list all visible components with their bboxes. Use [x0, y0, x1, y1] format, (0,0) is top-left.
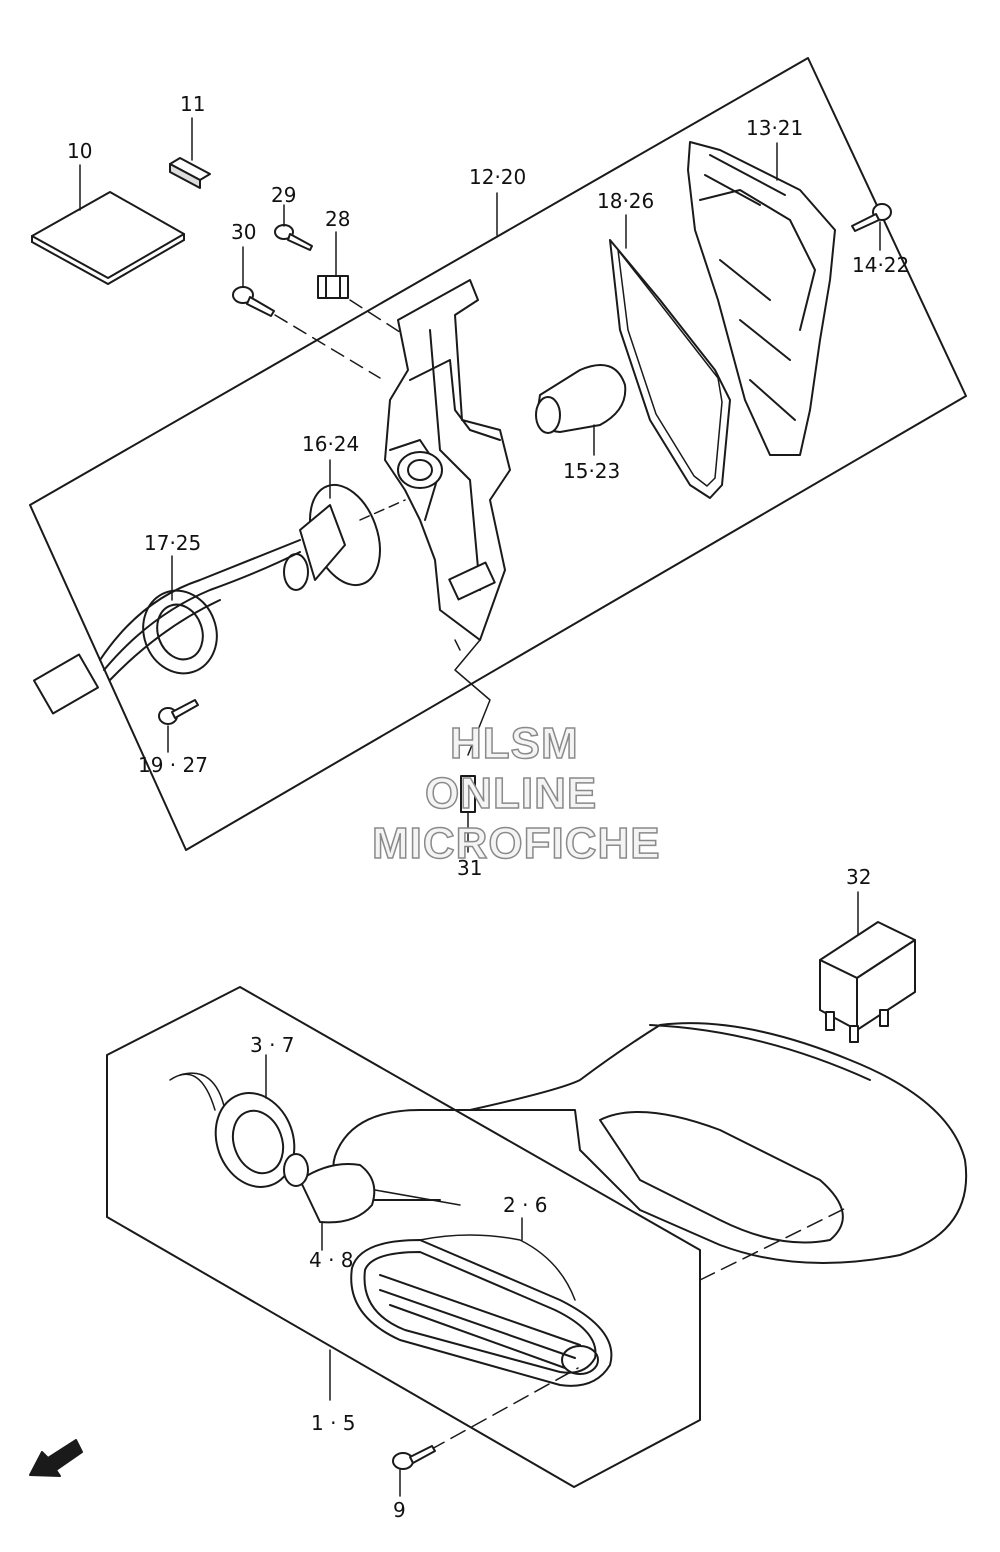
callout-31: 31: [457, 856, 483, 880]
part-17-25-harness: [32, 539, 301, 715]
callout-18-26: 18·26: [597, 189, 655, 213]
part-1-5-lens: [329, 1239, 613, 1401]
callout-1-5: 1 · 5: [311, 1411, 356, 1435]
callout-16-24: 16·24: [302, 432, 360, 456]
part-31-peg: [460, 775, 476, 853]
callout-9: 9: [393, 1498, 406, 1522]
callout-12-20: 12·20: [469, 165, 527, 189]
callout-15-23: 15·23: [563, 459, 621, 483]
part-12-20-bracket: [384, 192, 511, 641]
watermark-line-1: HLSM: [449, 719, 579, 768]
callout-17-25: 17·25: [144, 531, 202, 555]
callout-29: 29: [271, 183, 297, 207]
part-18-26-gasket: [609, 214, 731, 499]
callout-28: 28: [325, 207, 351, 231]
part-3-7-socket: [169, 1054, 296, 1188]
callout-11: 11: [180, 92, 206, 116]
part-15-23-bulb: [535, 364, 627, 456]
callout-4-8: 4 · 8: [309, 1248, 354, 1272]
callout-19-27: 19 · 27: [138, 753, 208, 777]
part-4-8-bulb: [283, 1153, 461, 1251]
watermark-line-2: ONLINE: [424, 769, 598, 818]
part-16-24-socket: [283, 459, 406, 591]
callout-30: 30: [231, 220, 257, 244]
part-19-27-screw: [158, 699, 199, 753]
part-32-relay: [819, 891, 916, 1043]
callout-3-7: 3 · 7: [250, 1033, 295, 1057]
upper-assembly-frame: [29, 57, 967, 851]
part-30-screw: [232, 246, 275, 317]
part-29-screw: [274, 204, 313, 251]
part-9-screw: [392, 1445, 436, 1497]
callout-2-6: 2 · 6: [503, 1193, 548, 1217]
part-28-clip: [317, 231, 349, 299]
part-2-6-housing: [419, 1217, 576, 1301]
callout-14-22: 14·22: [852, 253, 910, 277]
callout-32: 32: [846, 865, 872, 889]
callout-10: 10: [67, 139, 93, 163]
part-10-sheet: [31, 191, 185, 279]
part-14-22-screw: [851, 203, 892, 251]
watermark-line-3: MICROFICHE: [371, 819, 661, 868]
callout-13-21: 13·21: [746, 116, 804, 140]
lower-assembly-frame: [106, 986, 701, 1488]
part-13-21-lens: [687, 141, 836, 456]
fwd-arrow-icon: [29, 1439, 83, 1477]
mirror-housing: [332, 1022, 968, 1264]
